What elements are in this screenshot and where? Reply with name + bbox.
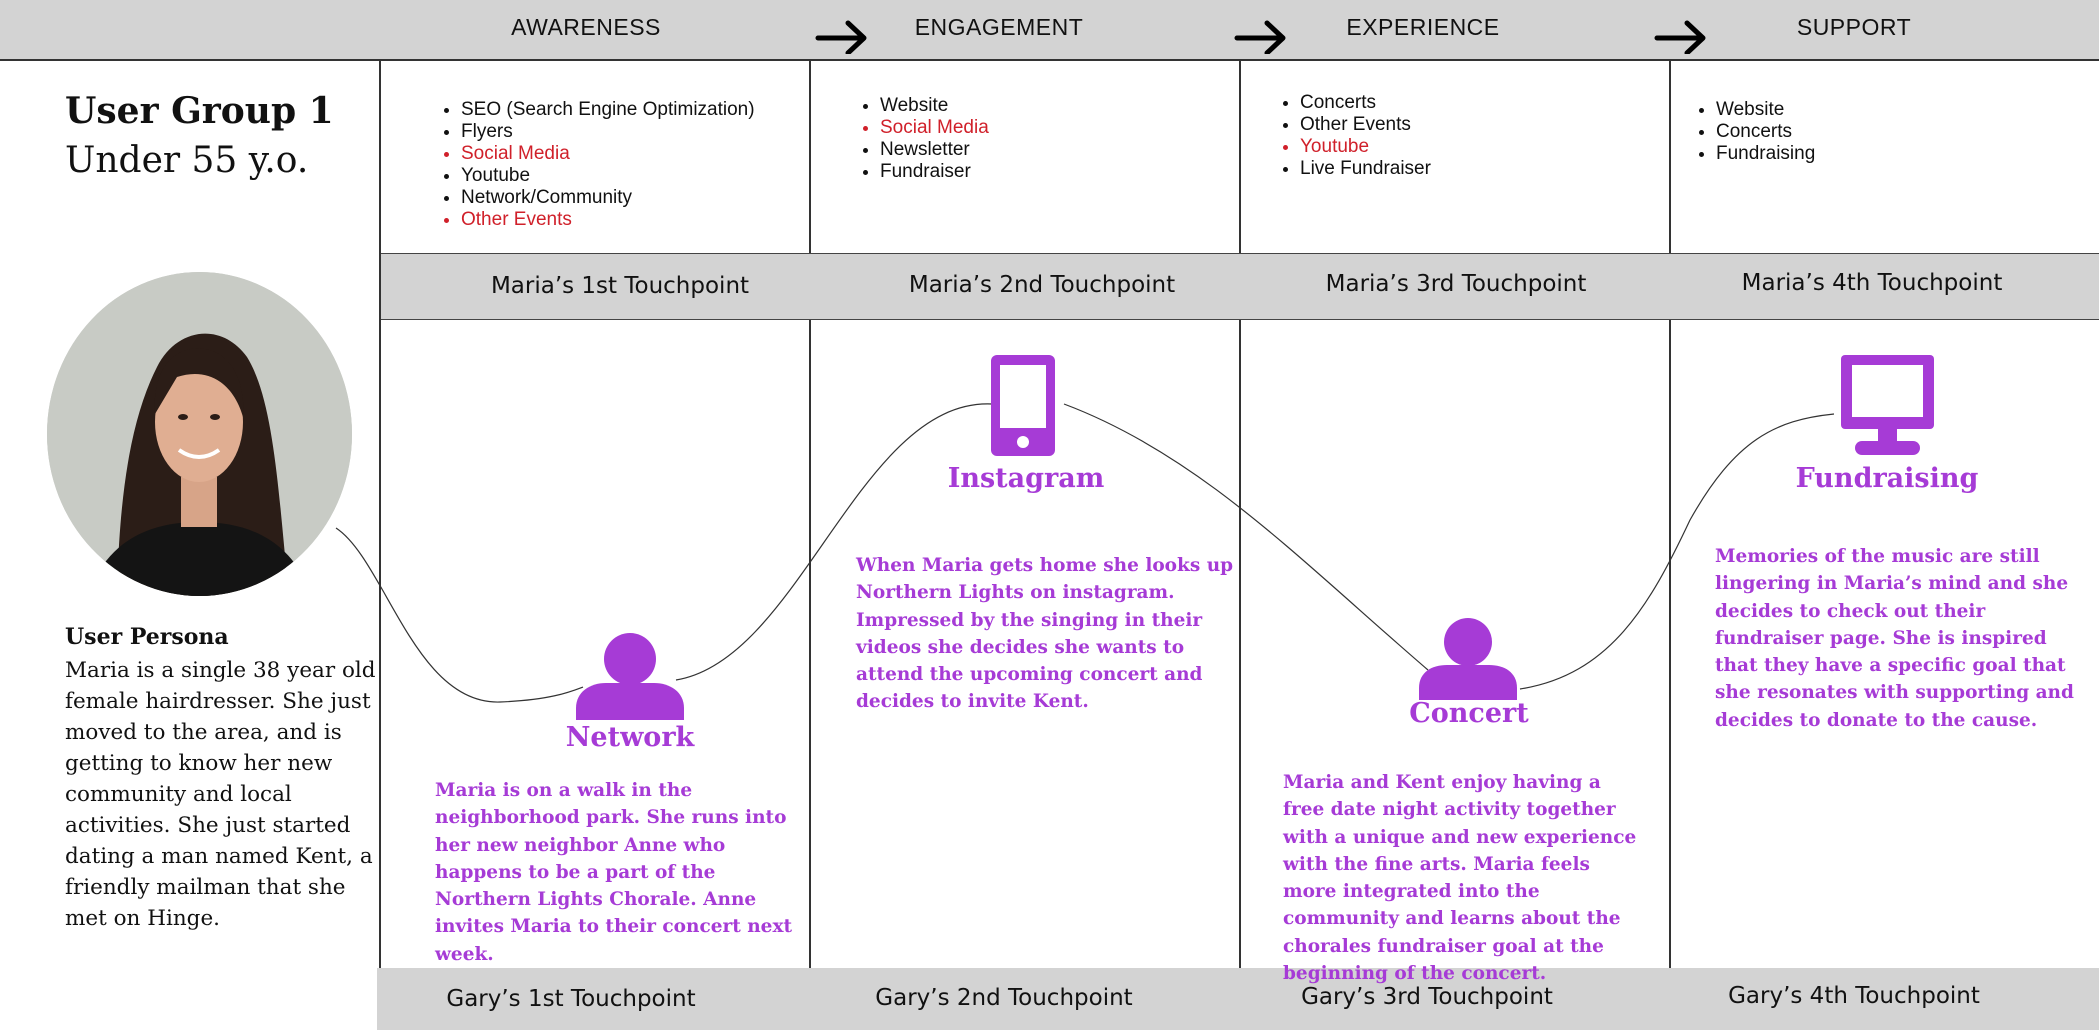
gary-touchpoint-1: Gary’s 1st Touchpoint <box>446 986 696 1012</box>
gary-touchpoint-3: Gary’s 3rd Touchpoint <box>1301 984 1553 1010</box>
persona-description: Maria is a single 38 year old female hai… <box>65 658 376 931</box>
touchpoint-name-network: Network <box>565 722 695 753</box>
arrow-right-icon <box>815 20 867 54</box>
stage-awareness: AWARENESS <box>511 14 661 40</box>
channel-list-support: Website Concerts Fundraising <box>1692 99 1815 165</box>
stage-experience: EXPERIENCE <box>1346 14 1500 40</box>
channel-item: Social Media <box>880 117 989 139</box>
channel-item: Concerts <box>1716 121 1815 143</box>
touchpoint-name-concert: Concert <box>1409 698 1529 729</box>
channel-item: Other Events <box>1300 114 1431 136</box>
stage-support: SUPPORT <box>1796 14 1912 40</box>
touchpoint-story-instagram: When Maria gets home she looks up Northe… <box>856 555 1234 713</box>
maria-touchpoint-3: Maria’s 3rd Touchpoint <box>1325 271 1587 297</box>
touchpoint-story-network: Maria is on a walk in the neighborhood p… <box>435 780 793 965</box>
maria-touchpoint-1: Maria’s 1st Touchpoint <box>490 273 750 299</box>
persona-photo <box>47 272 352 596</box>
channel-item: Newsletter <box>880 139 989 161</box>
channel-list-experience: Concerts Other Events Youtube Live Fundr… <box>1276 92 1431 180</box>
maria-touchpoint-2: Maria’s 2nd Touchpoint <box>908 272 1176 298</box>
monitor-icon <box>1841 355 1934 455</box>
column-divider <box>809 59 811 970</box>
user-group-subtitle: Under 55 y.o. <box>65 140 309 181</box>
channel-item: Website <box>1716 99 1815 121</box>
gary-touchpoint-4: Gary’s 4th Touchpoint <box>1728 983 1980 1009</box>
channel-item: Youtube <box>461 165 755 187</box>
stage-engagement: ENGAGEMENT <box>914 14 1084 40</box>
persona-heading: User Persona <box>65 624 229 650</box>
channel-item: Flyers <box>461 121 755 143</box>
touchpoint-name-instagram: Instagram <box>947 463 1105 494</box>
person-icon <box>1419 618 1517 700</box>
touchpoint-name-fundraising: Fundraising <box>1795 463 1979 494</box>
channel-item: Network/Community <box>461 187 755 209</box>
column-divider <box>1669 59 1671 970</box>
touchpoint-story-fundraising: Memories of the music are still lingerin… <box>1715 546 2074 731</box>
column-divider <box>379 59 381 970</box>
gary-touchpoint-bar <box>377 968 2099 1030</box>
arrow-right-icon <box>1654 20 1706 54</box>
row-divider <box>381 319 2099 320</box>
arrow-right-icon <box>1234 20 1286 54</box>
channel-item: Other Events <box>461 209 755 231</box>
maria-touchpoint-4: Maria’s 4th Touchpoint <box>1741 270 2003 296</box>
stage-header-bar <box>0 0 2099 61</box>
touchpoint-story-concert: Maria and Kent enjoy having a free date … <box>1283 772 1637 985</box>
channel-item: Fundraiser <box>880 161 989 183</box>
channel-item: Fundraising <box>1716 143 1815 165</box>
person-icon <box>576 633 684 720</box>
channel-list-engagement: Website Social Media Newsletter Fundrais… <box>856 95 989 183</box>
gary-touchpoint-2: Gary’s 2nd Touchpoint <box>875 985 1133 1011</box>
avatar <box>47 272 352 596</box>
channel-item: Concerts <box>1300 92 1431 114</box>
channel-item: Youtube <box>1300 136 1431 158</box>
user-group-title: User Group 1 <box>65 90 334 132</box>
column-divider <box>1239 59 1241 970</box>
channel-item: Website <box>880 95 989 117</box>
channel-item: Social Media <box>461 143 755 165</box>
row-divider <box>381 253 2099 254</box>
channel-item: Live Fundraiser <box>1300 158 1431 180</box>
channel-list-awareness: SEO (Search Engine Optimization) Flyers … <box>437 99 755 231</box>
maria-touchpoint-bar <box>381 254 2099 319</box>
phone-icon <box>991 355 1055 456</box>
channel-item: SEO (Search Engine Optimization) <box>461 99 755 121</box>
